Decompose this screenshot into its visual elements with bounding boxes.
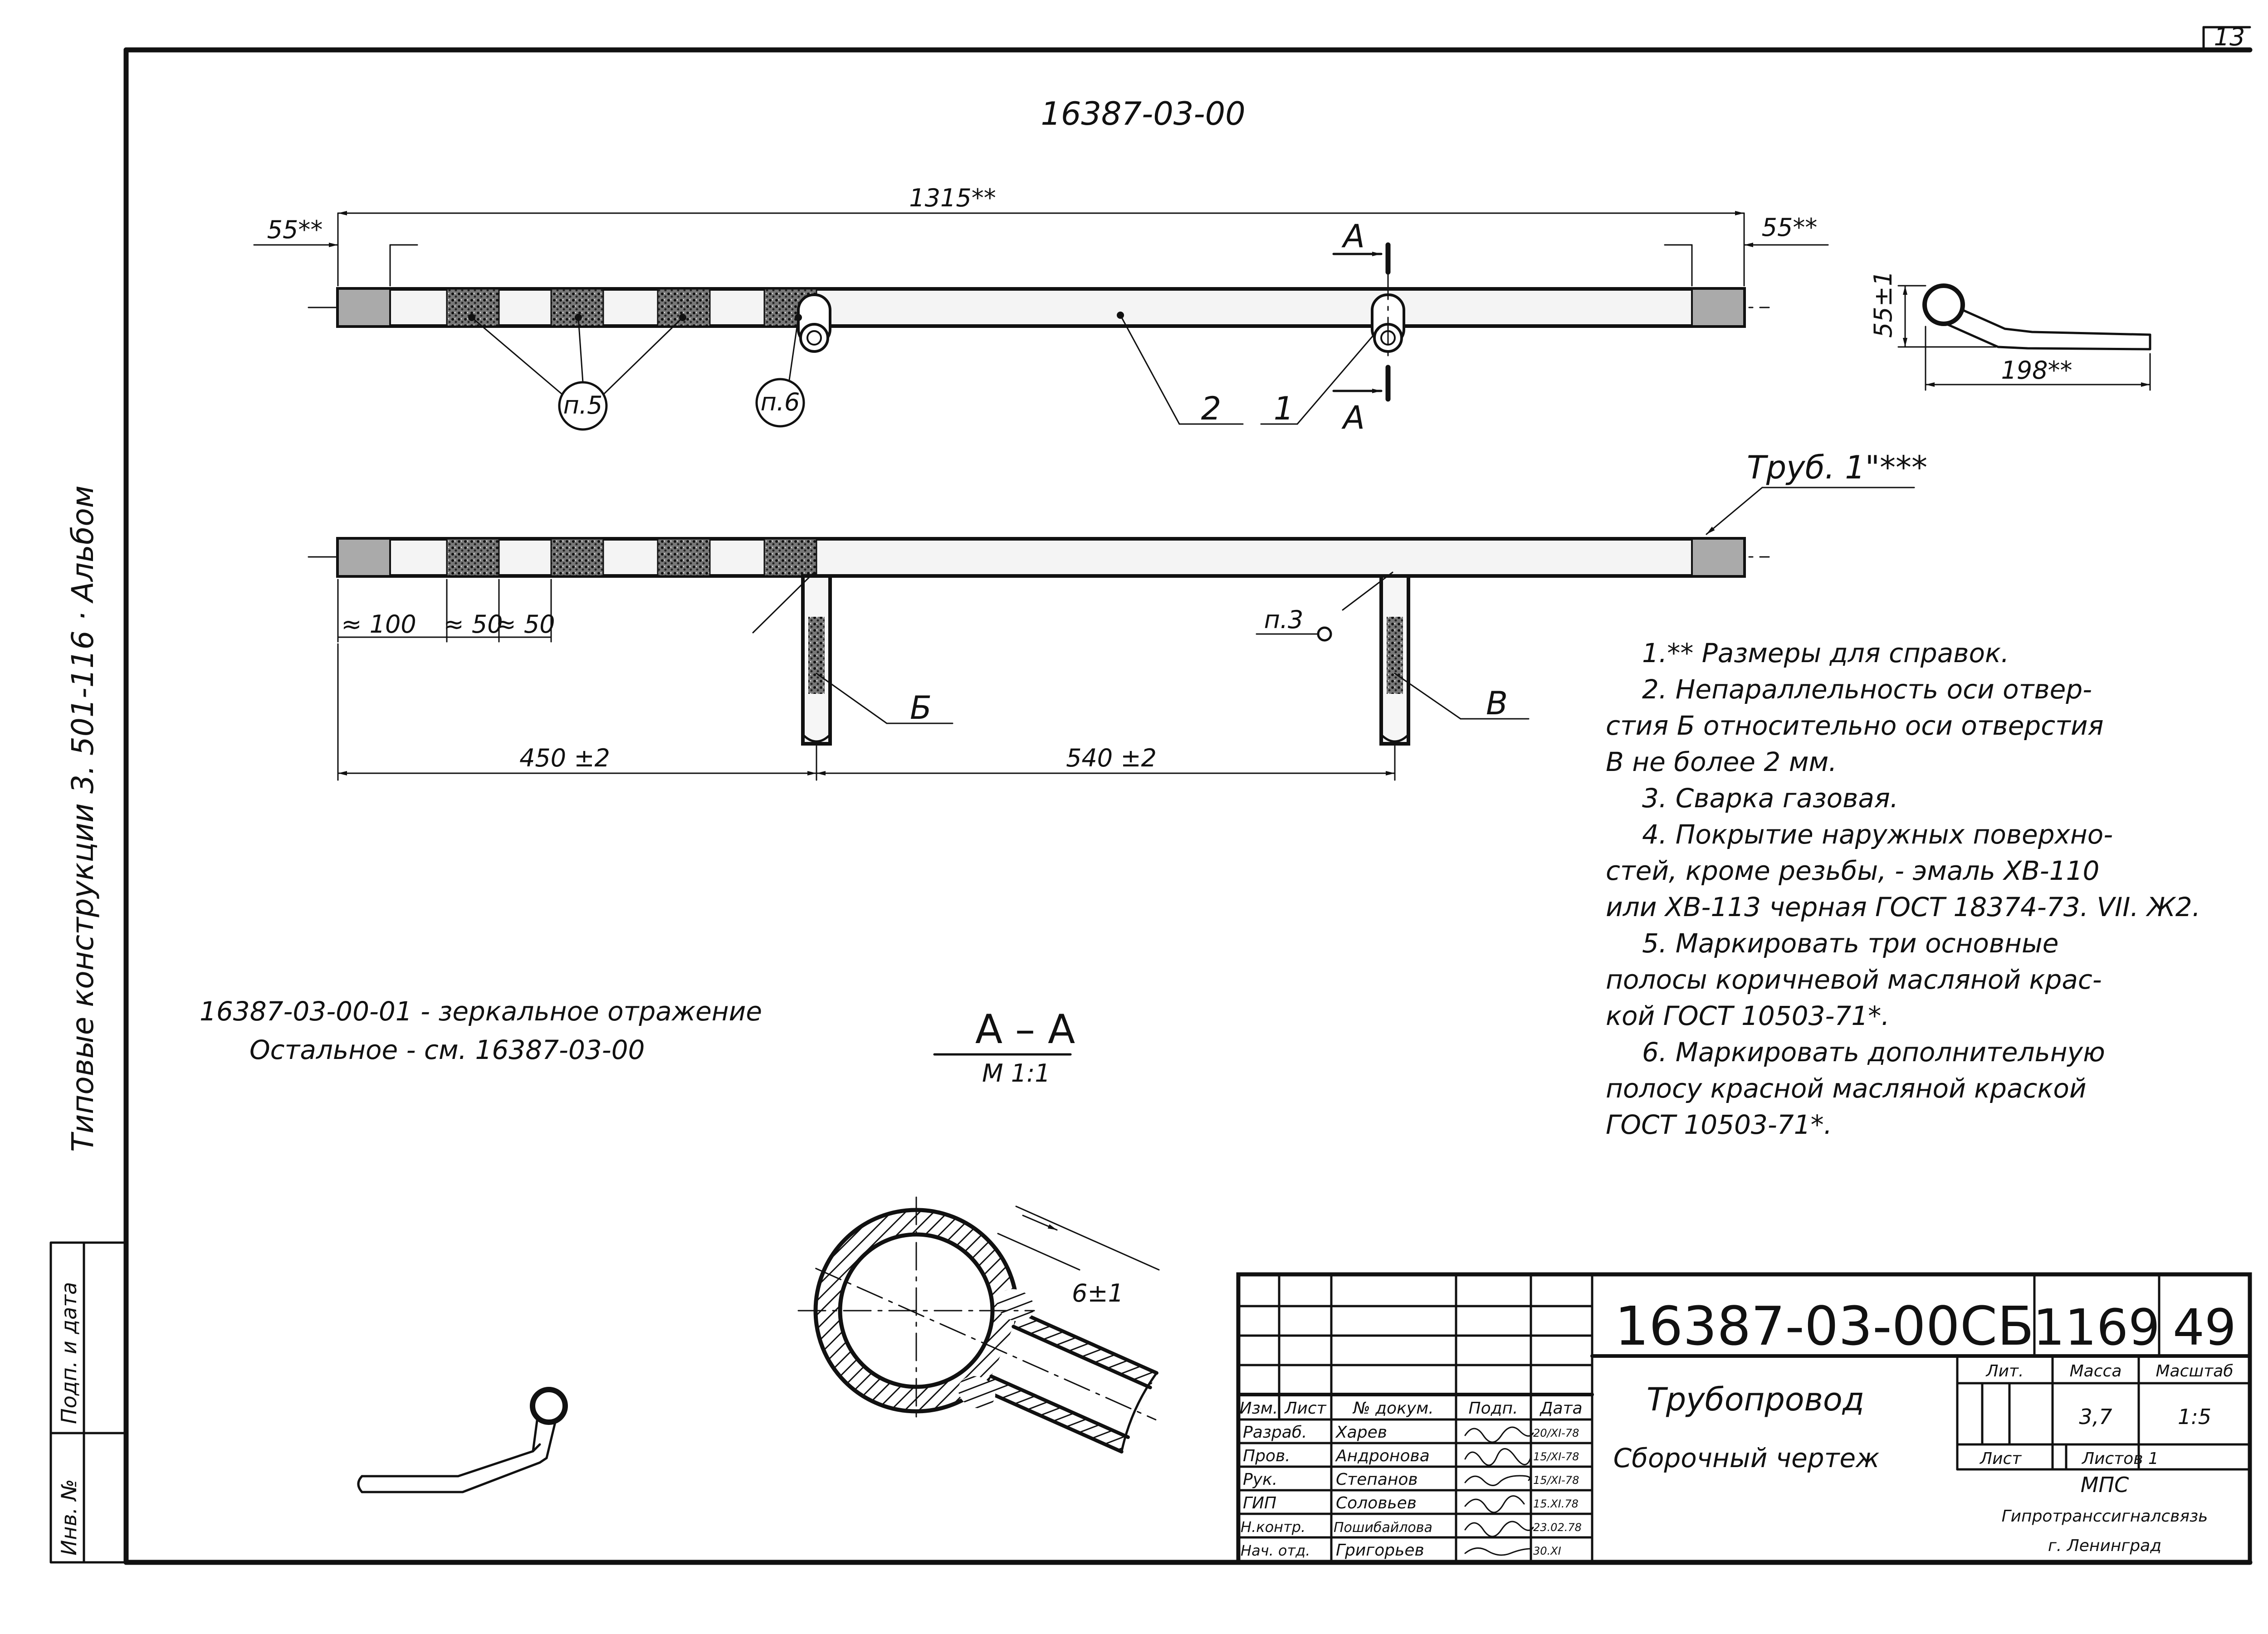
bracket-view: [357, 1387, 568, 1493]
note-line: 3. Сварка газовая.: [1642, 783, 1898, 814]
pipe-label: Труб. 1"***: [1747, 449, 1927, 486]
tb-date: 15/XI-78: [1533, 1450, 1579, 1463]
tb-lit-label: Лит.: [1985, 1362, 2024, 1380]
side-stamp: [49, 1241, 127, 1564]
note-line: ГОСТ 10503-71*.: [1606, 1109, 1832, 1140]
tb-role: ГИП: [1243, 1494, 1276, 1512]
tb-org-3: г. Ленинград: [2048, 1536, 2161, 1555]
dim-overall: 1315**: [909, 184, 996, 212]
tb-signature-rows: Разраб. Харев 20/XI-78 Пров. Андронова 1…: [1241, 1423, 1582, 1560]
note-line: полосу красной масляной краской: [1606, 1073, 2087, 1104]
tb-designation: 16387-03-00СБ: [1615, 1295, 2034, 1357]
tb-org-1: МПС: [2081, 1473, 2129, 1497]
tb-person: Харев: [1335, 1423, 1387, 1442]
tb-title: Трубопровод: [1647, 1381, 1864, 1418]
section-scale: М 1:1: [982, 1059, 1051, 1088]
note-line: 6. Маркировать дополнительную: [1642, 1037, 2105, 1068]
dim-weld: 6±1: [1072, 1279, 1124, 1307]
dim-end-right: 55**: [1762, 213, 1818, 242]
top-view: [253, 211, 1829, 431]
note-line: кой ГОСТ 10503-71*.: [1606, 1000, 1890, 1031]
section-mark-bottom: А: [1341, 399, 1365, 436]
tb-scale-label: Масштаб: [2156, 1362, 2233, 1380]
note-line: 2. Непараллельность оси отвер-: [1642, 674, 2092, 705]
tb-sheets-label: Листов 1: [2081, 1449, 2159, 1468]
dim-end-left: 55**: [267, 215, 323, 244]
dim-side-length: 198**: [2001, 356, 2072, 385]
callout-hole-b: Б: [910, 689, 932, 727]
dim-span-2: 540 ±2: [1066, 744, 1157, 772]
note-line: В не более 2 мм.: [1606, 746, 1837, 777]
tb-date: 15/XI-78: [1533, 1474, 1579, 1487]
tb-person: Степанов: [1336, 1470, 1418, 1489]
tb-header: Лист: [1284, 1399, 1326, 1418]
tb-role: Разраб.: [1243, 1423, 1307, 1442]
note-line: 4. Покрытие наружных поверхно-: [1642, 819, 2113, 850]
side-view: [1897, 283, 2151, 391]
callout-p3: п.3: [1264, 605, 1304, 634]
tb-person: Андронова: [1335, 1447, 1430, 1465]
stamp-inv-label: Инв. №: [57, 1479, 81, 1556]
note-line: или ХВ-113 черная ГОСТ 18374-73. VII. Ж2…: [1606, 892, 2200, 922]
tb-person: Григорьев: [1336, 1541, 1424, 1560]
note-line: 1.** Размеры для справок.: [1642, 638, 2009, 668]
tb-archive-no: 1169: [2033, 1298, 2160, 1356]
dim-side-height: 55±1: [1869, 271, 1897, 338]
section-a-a: [797, 1196, 1160, 1454]
callout-p6: п.6: [761, 388, 800, 416]
variant-note-line2: Остальное - см. 16387-03-00: [249, 1034, 645, 1065]
dim-span-1: 450 ±2: [519, 744, 610, 772]
note-line: полосы коричневой масляной крас-: [1606, 964, 2102, 995]
tb-mass-label: Масса: [2070, 1362, 2122, 1380]
stamp-sign-label: Подп. и дата: [57, 1282, 81, 1424]
section-title: А – А: [975, 1006, 1075, 1053]
tb-role: Пров.: [1243, 1447, 1290, 1465]
callout-pos1: 1: [1274, 390, 1294, 427]
tb-sheet-no: 49: [2173, 1298, 2236, 1356]
note-line: стия Б относительно оси отверстия: [1606, 710, 2103, 741]
tb-sheet-label: Лист: [1979, 1449, 2022, 1468]
tb-person: Пошибайлова: [1334, 1520, 1432, 1536]
note-line: стей, кроме резьбы, - эмаль ХВ-110: [1606, 855, 2099, 886]
dim-band-1: ≈ 100: [341, 610, 416, 639]
tb-header: Изм.: [1240, 1399, 1278, 1418]
dim-band-3: ≈ 50: [495, 610, 555, 639]
tb-date: 30.XI: [1533, 1545, 1561, 1557]
front-view: [308, 487, 1915, 781]
technical-notes: 1.** Размеры для справок. 2. Непараллель…: [1606, 638, 2200, 1140]
tb-header: № докум.: [1352, 1399, 1433, 1418]
tb-scale: 1:5: [2178, 1405, 2211, 1429]
margin-caption: Типовые конструкции 3. 501-116 · Альбом: [65, 485, 100, 1152]
tb-date: 23.02.78: [1533, 1521, 1582, 1534]
variant-note-line1: 16387-03-00-01 - зеркальное отражение: [200, 996, 762, 1027]
callout-pos2: 2: [1201, 390, 1222, 427]
tb-role: Нач. отд.: [1241, 1542, 1310, 1559]
tb-header: Дата: [1539, 1399, 1582, 1418]
callout-p5: п.5: [563, 391, 603, 419]
tb-title-sub: Сборочный чертеж: [1613, 1443, 1880, 1473]
tb-role: Н.контр.: [1241, 1518, 1305, 1536]
tb-mass: 3,7: [2079, 1405, 2112, 1429]
callout-hole-v: В: [1486, 685, 1508, 722]
tb-date: 15.XI.78: [1533, 1497, 1579, 1510]
dim-band-2: ≈ 50: [443, 610, 503, 639]
note-line: 5. Маркировать три основные: [1642, 928, 2058, 959]
tb-header: Подп.: [1469, 1399, 1518, 1418]
tb-org-2: Гипротранссигналсвязь: [2002, 1507, 2208, 1526]
drawing-title: 16387-03-00: [1041, 95, 1245, 132]
section-mark-top: А: [1341, 218, 1365, 255]
title-block: [1236, 1272, 2252, 1565]
tb-role: Рук.: [1243, 1470, 1277, 1489]
tb-date: 20/XI-78: [1533, 1427, 1579, 1439]
sheet-corner-number: 13: [2214, 23, 2245, 51]
signature-scribbles: [1464, 1426, 1534, 1556]
tb-person: Соловьев: [1336, 1494, 1417, 1512]
